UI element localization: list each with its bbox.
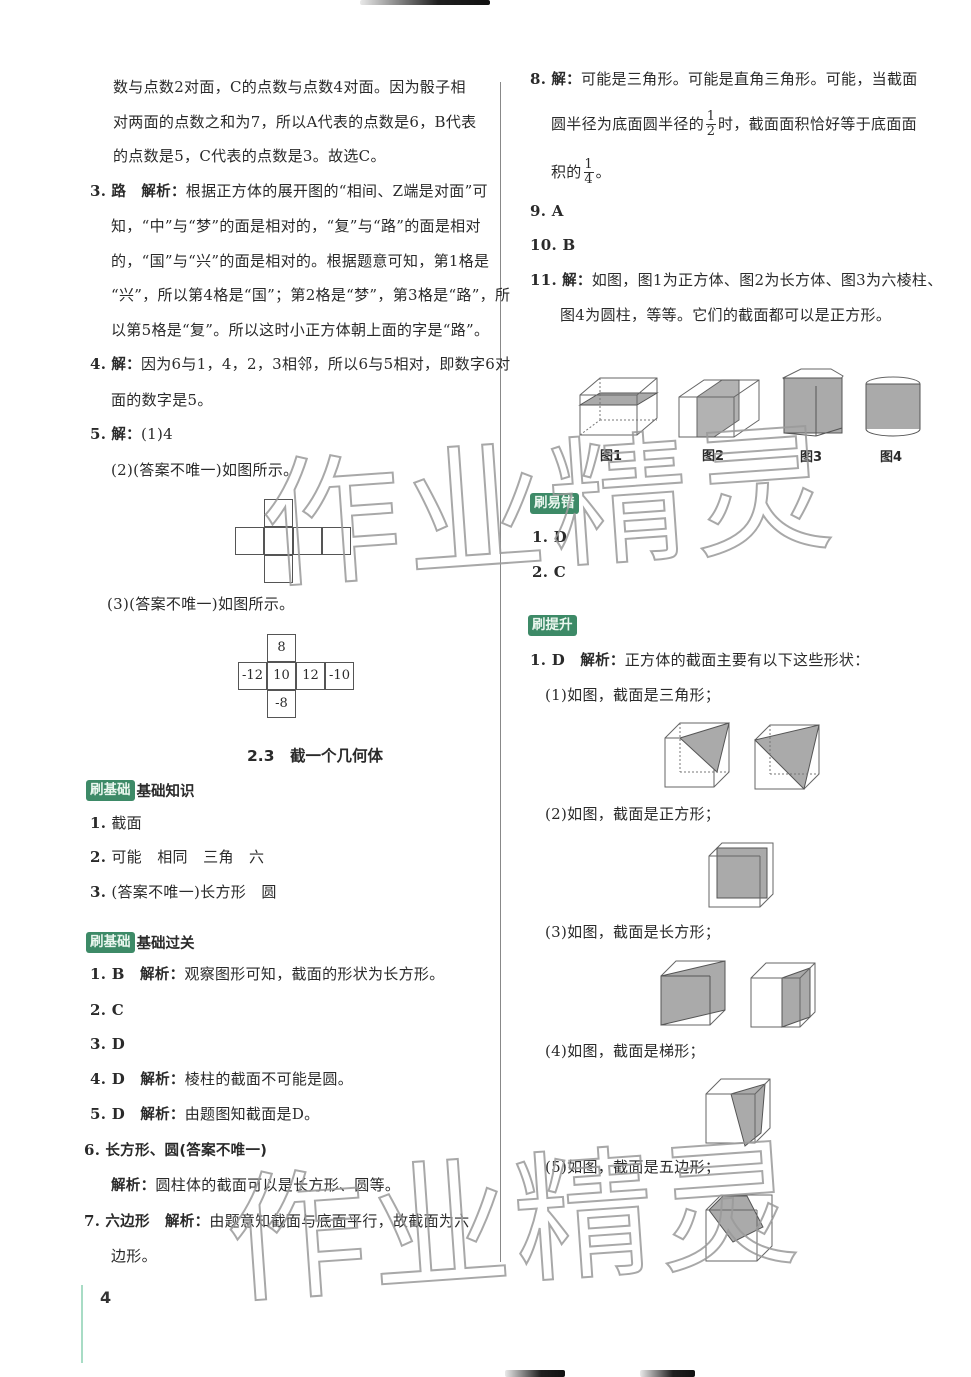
knowledge-item: 1. 截面 xyxy=(90,813,142,832)
page-number: 4 xyxy=(100,1288,112,1307)
knowledge-item: 2. 可能 相同 三角 六 xyxy=(90,848,265,866)
answer-3-text: 的，“国”与“兴”的面是相对的。根据题意可知，第1格是 xyxy=(111,251,490,270)
figure-label-1: 图1 xyxy=(600,449,623,464)
pass-item: 1. B 解析：观察图形可知，截面的形状为长方形。 xyxy=(90,965,445,983)
figure-rectangle-section-b xyxy=(750,962,816,1028)
continued-text: 的点数是5，C代表的点数是3。故选C。 xyxy=(113,147,386,165)
net-cell-top: 8 xyxy=(267,633,296,662)
cube-net-figure-blank xyxy=(90,487,500,587)
pass-item: 3. D xyxy=(90,1035,126,1053)
answer-9: 9. A xyxy=(530,201,564,220)
answer-4: 4. 解：因为6与1，4，2，3相邻，所以6与5相对，即数字6对 xyxy=(90,355,511,373)
figure-triangle-section-b xyxy=(754,724,820,790)
case-2: (2)如图，截面是正方形； xyxy=(545,805,721,823)
case-1: (1)如图，截面是三角形； xyxy=(545,686,721,704)
answer-11: 11. 解：如图，图1为正方体、图2为长方体、图3为六棱柱、 xyxy=(530,270,943,289)
pass-item: 5. D 解析：由题图知截面是D。 xyxy=(90,1105,320,1123)
figure-square-section xyxy=(708,842,774,908)
figure-hexagonal-prism-section xyxy=(782,368,844,437)
net-cell: -12 xyxy=(238,661,267,690)
left-column: 数与点数2对面，C的点数与点数4对面。因为骰子相 对两面的点数之和为7，所以A代… xyxy=(84,70,511,1274)
scan-artifact-bottom-2 xyxy=(640,1370,695,1377)
continued-text: 对两面的点数之和为7，所以A代表的点数是6，B代表 xyxy=(113,112,477,131)
figure-cube-horizontal-section xyxy=(578,377,659,436)
mistake-item: 2. C xyxy=(532,563,567,581)
case-3: (3)如图，截面是长方形； xyxy=(545,923,721,941)
case-4: (4)如图，截面是梯形； xyxy=(545,1042,705,1060)
answer-11-text: 图4为圆柱，等等。它们的截面都可以是正方形。 xyxy=(560,306,892,324)
pass-item-7-text: 边形。 xyxy=(111,1247,157,1265)
improve-header: 刷提升 xyxy=(528,610,579,640)
net-cell: -10 xyxy=(325,661,354,690)
pass-item-6: 6. 长方形、圆(答案不唯一) xyxy=(84,1140,268,1159)
pass-item: 2. C xyxy=(90,1000,125,1019)
improve-item-1: 1. D 解析：正方体的截面主要有以下这些形状： xyxy=(530,651,870,669)
tag-basic: 刷基础 xyxy=(86,931,135,953)
net-cell xyxy=(235,527,264,555)
net-cell-bottom: -8 xyxy=(267,689,296,718)
net-cell xyxy=(293,527,322,555)
mistake-item: 1. D xyxy=(532,528,568,546)
page-accent-bar xyxy=(81,1285,83,1363)
figure-cuboid-vertical-section xyxy=(678,379,760,438)
answer-5: 5. 解：(1)4 xyxy=(90,425,173,443)
figure-trapezoid-section xyxy=(705,1078,771,1147)
figure-rectangle-section-a xyxy=(660,960,726,1026)
basic-knowledge-header: 刷基础 基础知识 xyxy=(86,776,500,806)
answer-3: 3. 路 解析：根据正方体的展开图的“相间、Z端是对面”可 xyxy=(90,181,488,200)
answer-3-text: “兴”，所以第4格是“国”；第2格是“梦”，第3格是“路”，所 xyxy=(111,286,511,304)
answer-8: 8. 解：可能是三角形。可能是直角三角形。可能，当截面 xyxy=(530,70,918,88)
section-title: 2.3 截一个几何体 xyxy=(247,746,383,765)
net-cell: 12 xyxy=(296,661,325,690)
figure-pentagon-section xyxy=(705,1194,773,1262)
tag-improve: 刷提升 xyxy=(528,614,577,636)
continued-text: 数与点数2对面，C的点数与点数4对面。因为骰子相 xyxy=(113,78,466,96)
answer-3-text: 以第5格是“复”。所以这时小正方体朝上面的字是“路”。 xyxy=(111,320,490,339)
pass-item: 4. D 解析：棱柱的截面不可能是圆。 xyxy=(90,1069,354,1088)
figure-cylinder-section xyxy=(865,376,921,437)
answer-4-text: 面的数字是5。 xyxy=(111,390,213,409)
answer-5-part2: (2)(答案不唯一)如图所示。 xyxy=(111,460,299,479)
scan-artifact-top xyxy=(360,0,490,5)
answer-5-part3: (3)(答案不唯一)如图所示。 xyxy=(107,595,295,613)
pass-item-7: 7. 六边形 解析：由题意知截面与底面平行，故截面为六 xyxy=(84,1211,470,1230)
answer-10: 10. B xyxy=(530,236,576,254)
figure-label-3: 图3 xyxy=(800,450,823,465)
figure-label-4: 图4 xyxy=(880,450,903,465)
tag-easy-mistake: 刷易错 xyxy=(530,492,579,514)
answer-3-text: 知，“中”与“梦”的面是相对的，“复”与“路”的面是相对 xyxy=(111,217,481,235)
cube-net-figure-numbers: 8 -12 10 12 -10 -8 xyxy=(90,622,500,722)
net-cell xyxy=(264,527,293,555)
net-cell xyxy=(322,527,351,555)
basic-pass-header: 刷基础 基础过关 xyxy=(86,927,500,957)
pass-item-6-analysis: 解析：圆柱体的截面可以是长方形、圆等。 xyxy=(111,1176,401,1194)
scan-artifact-bottom-1 xyxy=(505,1370,565,1377)
knowledge-item: 3. (答案不唯一)长方形 圆 xyxy=(90,882,277,901)
figure-triangle-section-a xyxy=(664,722,730,788)
figure-label-2: 图2 xyxy=(702,449,725,464)
net-cell xyxy=(264,499,293,527)
case-5: (5)如图，截面是五边形； xyxy=(545,1158,721,1176)
tag-basic: 刷基础 xyxy=(86,780,135,801)
net-cell xyxy=(264,555,293,583)
column-divider xyxy=(500,82,501,1262)
net-cell: 10 xyxy=(267,661,296,690)
easy-mistake-header: 刷易错 xyxy=(530,488,581,518)
